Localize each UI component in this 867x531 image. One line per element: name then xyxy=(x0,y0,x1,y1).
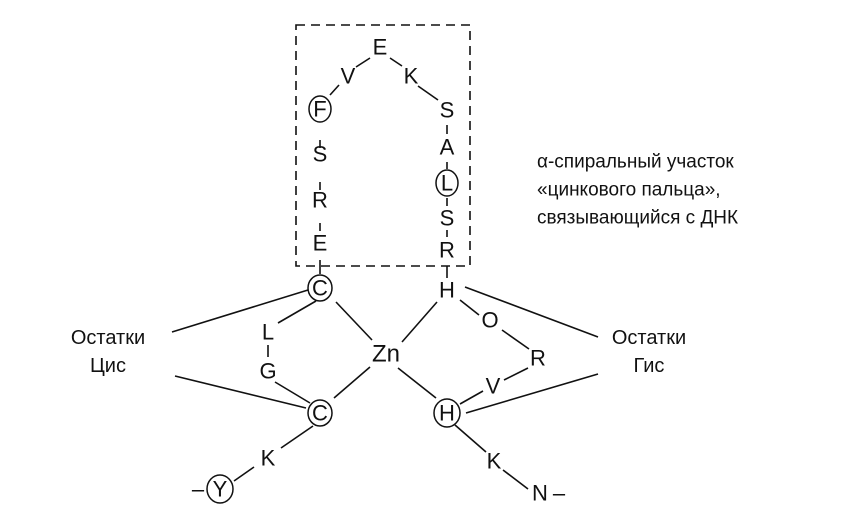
residue-v-loop: V xyxy=(486,374,501,399)
residue-l: L xyxy=(441,171,453,196)
circle-his2 xyxy=(433,398,461,428)
cys-label-line1: Остатки xyxy=(71,327,145,349)
core-residues: C L G C Zn H O R V H xyxy=(259,276,546,426)
core-bonds xyxy=(233,260,530,490)
his-label-line2: Гис xyxy=(634,355,665,377)
circle-y xyxy=(206,474,234,504)
helix-annotation-line2: «цинкового пальца», xyxy=(537,180,721,201)
residue-e-top: E xyxy=(373,35,388,60)
upper-loop-residues: F S R E V E K S A L S R xyxy=(312,35,455,263)
residue-g: G xyxy=(259,359,276,384)
circle-cys1 xyxy=(307,274,333,302)
residue-r-loop: R xyxy=(530,346,546,371)
residue-s-right: S xyxy=(440,98,455,123)
helix-annotation-line3: связывающийся с ДНК xyxy=(537,208,738,229)
residue-k-right: K xyxy=(487,449,502,474)
side-labels: Остатки Цис Остатки Гис xyxy=(71,327,686,377)
label-leader-lines xyxy=(171,286,599,414)
tail-dash-right: – xyxy=(553,481,566,506)
helix-annotation: α-спиральный участок «цинкового пальца»,… xyxy=(537,152,738,229)
residue-his2: H xyxy=(439,401,455,426)
residue-v: V xyxy=(341,64,356,89)
residue-k-top: K xyxy=(404,64,419,89)
helix-annotation-line1: α-спиральный участок xyxy=(537,152,734,173)
residue-circles xyxy=(206,95,461,504)
circle-f xyxy=(308,95,332,123)
residue-r-right: R xyxy=(439,238,455,263)
residue-l-loop: L xyxy=(262,320,274,345)
helix-region-box xyxy=(295,24,471,267)
residue-y: Y xyxy=(213,477,228,502)
residue-r: R xyxy=(312,188,328,213)
his-label-line1: Остатки xyxy=(612,327,686,349)
residue-e: E xyxy=(313,231,328,256)
residue-his1: H xyxy=(439,278,455,303)
residue-n: N xyxy=(532,481,548,506)
cys-label-line2: Цис xyxy=(90,355,126,377)
residue-cys1: C xyxy=(312,276,328,301)
upper-loop-bonds xyxy=(319,57,448,237)
residue-k-left: K xyxy=(261,446,276,471)
residue-cys2: C xyxy=(312,401,328,426)
residue-o: O xyxy=(481,308,498,333)
residue-s: S xyxy=(313,142,328,167)
circle-l xyxy=(435,169,459,197)
zinc-atom: Zn xyxy=(372,341,400,368)
tail-residues: K Y – K N – xyxy=(192,446,566,506)
circle-cys2 xyxy=(307,399,333,427)
residue-s-right-2: S xyxy=(440,206,455,231)
residue-a: A xyxy=(440,135,455,160)
residue-f: F xyxy=(313,97,326,122)
tail-dash-left: – xyxy=(192,477,205,502)
